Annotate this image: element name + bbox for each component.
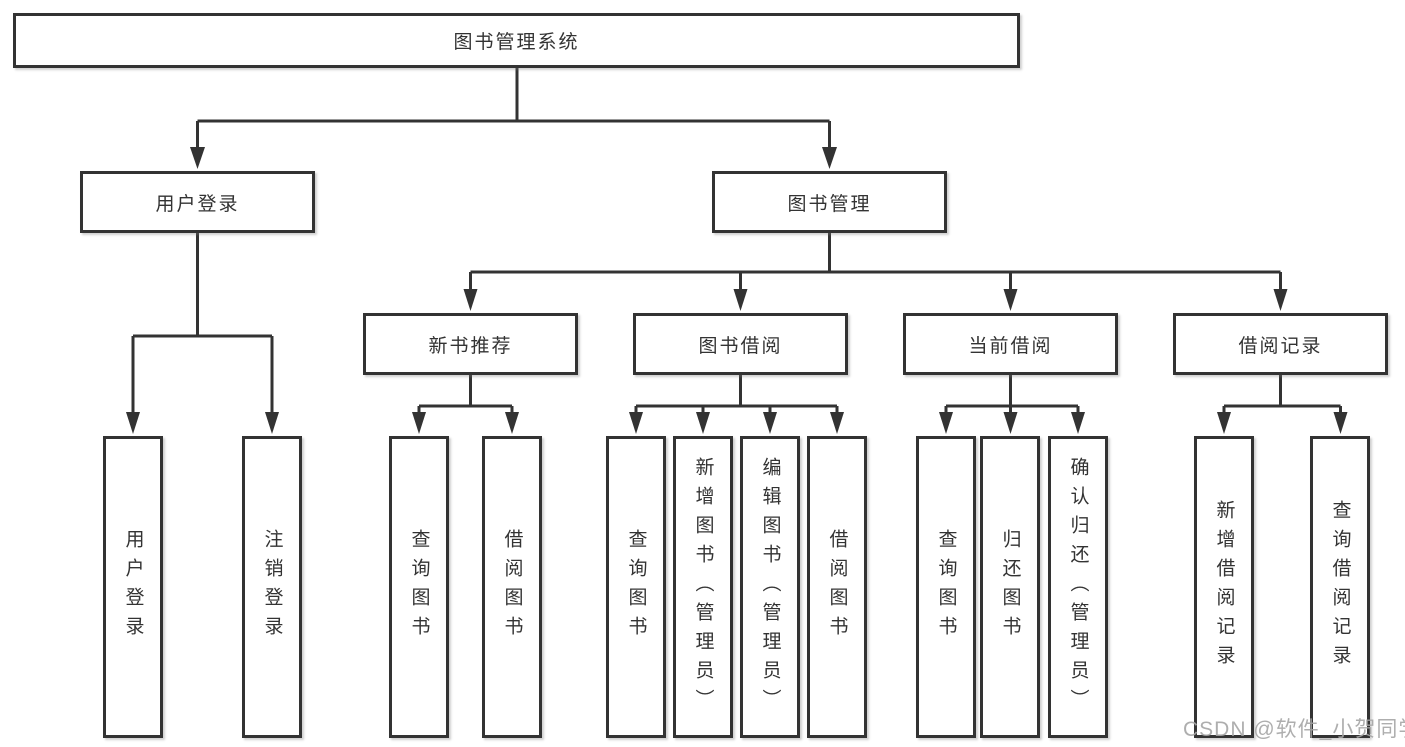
arrowhead [505,412,519,434]
arrowhead [1003,412,1018,434]
arrowhead [1071,412,1085,434]
arrowhead [830,412,844,434]
arrowhead [822,147,837,169]
leaf-borrow-books-recommend: 借阅图书 [482,436,542,738]
leaf-return-books: 归还图书 [980,436,1040,738]
node-user-login: 用户登录 [80,171,315,233]
arrowhead [1333,412,1348,434]
arrowhead [733,289,748,311]
arrowhead [763,412,777,434]
arrowhead [463,289,478,311]
node-new-book-recommend: 新书推荐 [363,313,578,375]
arrowhead [190,147,205,169]
arrowhead [1217,412,1231,434]
arrowhead [1273,289,1288,311]
leaf-edit-books-admin: 编辑图书（管理员） [740,436,800,738]
arrowhead [629,412,643,434]
arrowhead [939,412,953,434]
arrowhead [412,412,426,434]
leaf-query-books-borrow: 查询图书 [606,436,666,738]
leaf-add-borrow-record: 新增借阅记录 [1194,436,1254,738]
node-book-management: 图书管理 [712,171,947,233]
arrowhead [696,412,710,434]
leaf-add-books-admin: 新增图书（管理员） [673,436,733,738]
node-library-management-system: 图书管理系统 [13,13,1020,68]
leaf-borrow-books: 借阅图书 [807,436,867,738]
leaf-confirm-return-admin: 确认归还（管理员） [1048,436,1108,738]
arrowhead [265,412,279,434]
node-book-borrowing: 图书借阅 [633,313,848,375]
leaf-logout: 注销登录 [242,436,302,738]
leaf-user-login: 用户登录 [103,436,163,738]
arrowhead [126,412,140,434]
arrowhead [1003,289,1018,311]
leaf-query-borrow-record: 查询借阅记录 [1310,436,1370,738]
node-current-borrowing: 当前借阅 [903,313,1118,375]
leaf-query-books-current: 查询图书 [916,436,976,738]
leaf-query-books-recommend: 查询图书 [389,436,449,738]
csdn-watermark: CSDN @软件_小贺同学 [1183,718,1405,741]
node-borrowing-records: 借阅记录 [1173,313,1388,375]
